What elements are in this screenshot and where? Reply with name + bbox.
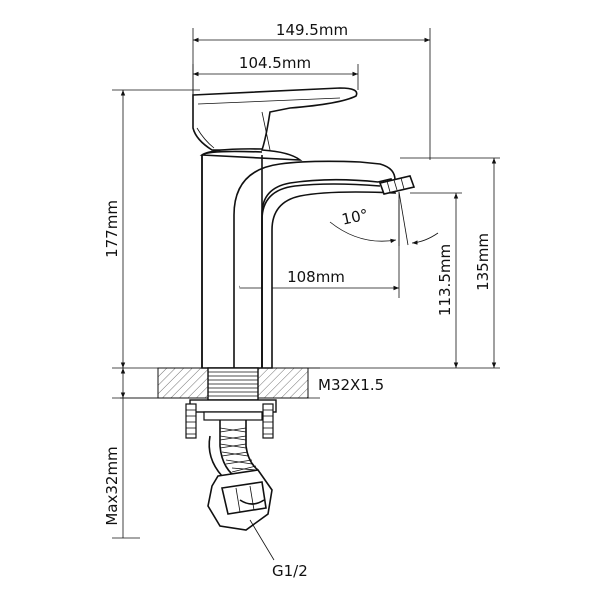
- aerator: [378, 175, 416, 195]
- dimension-total-height: 177mm: [103, 89, 200, 369]
- total-height-label: 177mm: [103, 200, 121, 258]
- dimension-aerator-angle: 10°: [329, 191, 439, 246]
- max-thickness-label: Max32mm: [103, 446, 121, 525]
- dimension-handle-width: 104.5mm: [192, 54, 359, 100]
- overall-width-label: 149.5mm: [276, 21, 348, 39]
- inlet-label: G1/2: [272, 562, 308, 580]
- dimension-max-thickness: Max32mm: [103, 368, 160, 539]
- thread-label: M32X1.5: [318, 376, 384, 394]
- dimension-overall-width: 149.5mm: [192, 21, 431, 160]
- aerator-angle-label: 10°: [340, 206, 370, 229]
- spout-reach-label: 108mm: [287, 268, 345, 286]
- inlet-hose: [208, 420, 259, 481]
- mounting-screw-left: [185, 403, 197, 439]
- handle-width-label: 104.5mm: [239, 54, 311, 72]
- inlet-fitting: [207, 469, 273, 531]
- faucet-handle: [192, 87, 358, 151]
- dimension-spout-height: 113.5mm: [410, 192, 462, 368]
- spout-top-height-label: 135mm: [474, 233, 492, 291]
- mounting-screw-right: [262, 403, 274, 439]
- inlet-leader-line: [249, 519, 275, 561]
- spout-height-label: 113.5mm: [436, 244, 454, 316]
- countertop-section: [120, 367, 320, 399]
- faucet-body: [199, 148, 397, 369]
- threaded-shank: [207, 367, 259, 401]
- dimension-spout-reach: 108mm: [233, 200, 400, 298]
